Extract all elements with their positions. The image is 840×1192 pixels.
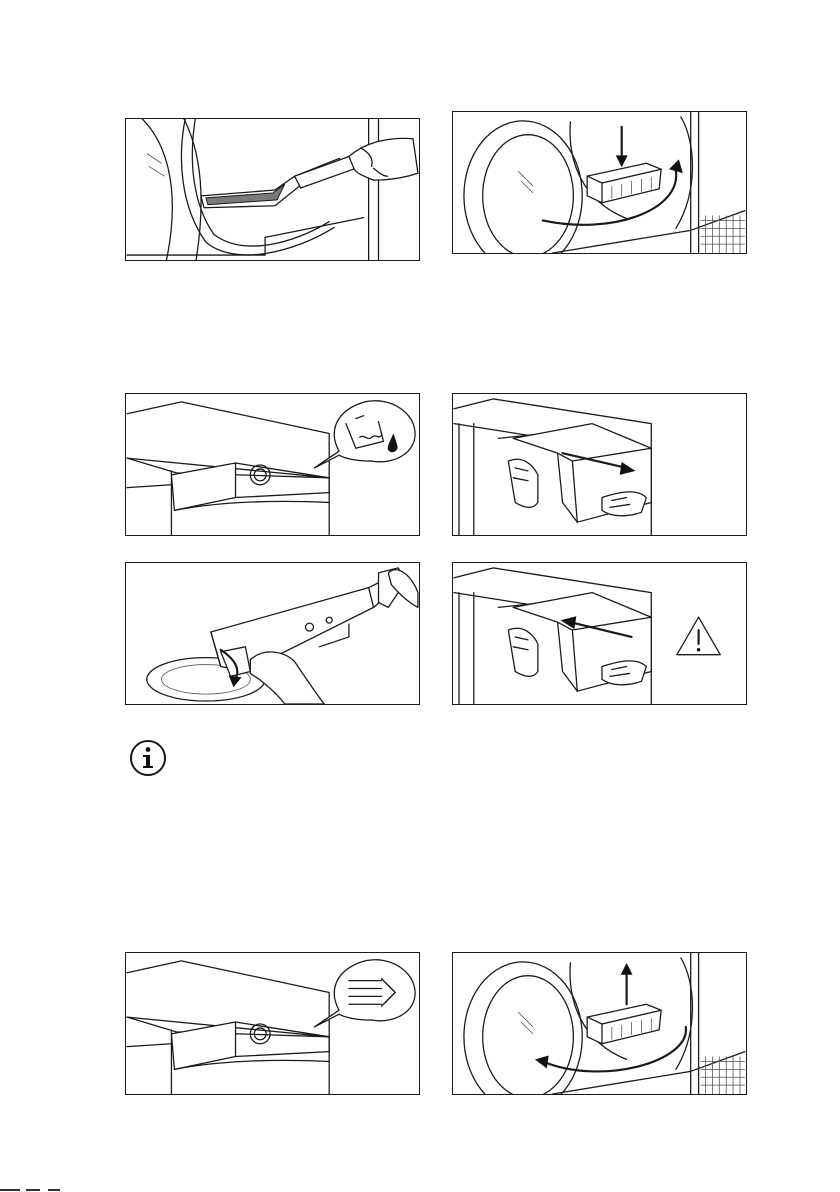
figure-vacuum-door-filter [125,118,420,261]
figure-push-in-container [452,562,747,705]
pull-container-illustration [453,394,746,535]
push-container-illustration [453,563,746,704]
water-indicator-illustration [126,394,419,535]
figure-pull-out-container [452,393,747,536]
figure-water-container-indicator [125,393,420,536]
empty-container-illustration [126,563,419,704]
vacuum-door-illustration [126,119,419,260]
warning-triangle-icon [677,617,720,654]
info-icon [128,738,168,778]
figure-insert-filter [452,111,747,254]
figure-empty-container [125,562,420,705]
insert-filter-illustration [453,112,746,253]
filter-indicator-illustration [126,953,419,1094]
remove-filter-illustration [453,953,746,1094]
figure-filter-indicator [125,952,420,1095]
page-footer-fragment [0,1184,200,1192]
figure-remove-filter [452,952,747,1095]
